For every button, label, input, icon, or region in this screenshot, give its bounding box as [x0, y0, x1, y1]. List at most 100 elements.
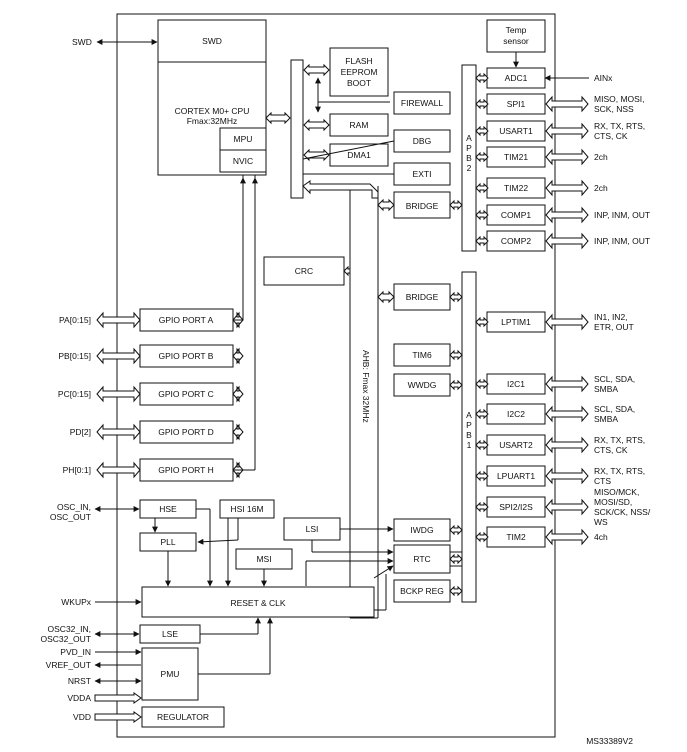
firewall-label: FIREWALL: [401, 98, 443, 108]
gpio-port-h-label: GPIO PORT H: [158, 465, 213, 475]
bridge-upper: [393, 191, 451, 219]
tim2-signal: 4ch: [594, 532, 608, 542]
comp1-label: COMP1: [501, 210, 532, 220]
comp2-label: COMP2: [501, 236, 532, 246]
power-clock-pins: OSC_IN, OSC_OUT WKUPx OSC32_IN, OSC32_OU…: [40, 502, 142, 723]
usart2-signal: RX, TX, RTS,: [594, 435, 645, 445]
osc32-out-label: OSC32_OUT: [40, 634, 91, 644]
hsi-label: HSI 16M: [230, 504, 263, 514]
vdda-label: VDDA: [67, 693, 91, 703]
flash-label-line1: FLASH: [345, 56, 372, 66]
tim21-signal: 2ch: [594, 152, 608, 162]
i2c1-label: I2C1: [507, 379, 525, 389]
pll-label: PLL: [160, 537, 175, 547]
gpio-port-c-label: GPIO PORT C: [158, 389, 213, 399]
cpu-label-line1: CORTEX M0+ CPU: [175, 106, 250, 116]
gpio-port-a-pins: PA[0:15]: [59, 315, 91, 325]
pmu-label: PMU: [161, 669, 180, 679]
spi1-label: SPI1: [507, 99, 526, 109]
swd-box-label: SWD: [202, 36, 222, 46]
spi2-i2s-signal: MOSI/SD,: [594, 497, 632, 507]
usart1-signal: RX, TX, RTS,: [594, 121, 645, 131]
memory-blocks: FLASH EEPROM BOOT RAM DMA1 FIREWALL DBG …: [302, 47, 451, 186]
vref-out-label: VREF_OUT: [46, 660, 91, 670]
flash-label-line3: BOOT: [347, 78, 371, 88]
iwdg-label: IWDG: [410, 525, 433, 535]
swd-pin-label: SWD: [72, 37, 92, 47]
usart2-signal: CTS, CK: [594, 445, 628, 455]
i2c1-signal: SCL, SDA,: [594, 374, 635, 384]
nrst-label: NRST: [68, 676, 91, 686]
lptim1-signal: IN1, IN2,: [594, 312, 628, 322]
ram-label: RAM: [350, 120, 369, 130]
spi2-i2s-signal: SCK/CK, NSS/: [594, 507, 651, 517]
apb1-internal-blocks: TIM6 WWDG IWDG RTC BCKP REG: [393, 343, 463, 603]
bridge-lower-label: BRIDGE: [406, 292, 439, 302]
gpio-port-d-label: GPIO PORT D: [158, 427, 213, 437]
lpuart1-signal: RX, TX, RTS,: [594, 466, 645, 476]
crc-label: CRC: [295, 266, 313, 276]
tim2-label: TIM2: [506, 532, 526, 542]
hse-label: HSE: [159, 504, 177, 514]
i2c2-signal: SMBA: [594, 414, 618, 424]
rtc-label: RTC: [413, 554, 430, 564]
vdd-label: VDD: [73, 712, 91, 722]
apb2-bus: [461, 64, 477, 252]
spi1-signal: SCK, NSS: [594, 104, 634, 114]
cpu-label-line2: Fmax:32MHz: [187, 116, 238, 126]
lpuart1-label: LPUART1: [497, 471, 535, 481]
exti-label: EXTI: [413, 169, 432, 179]
lpuart1-signal: CTS: [594, 476, 611, 486]
bckp-label: BCKP REG: [400, 586, 444, 596]
lsi-label: LSI: [306, 524, 319, 534]
mpu-label: MPU: [234, 134, 253, 144]
comp2-signal: INP, INM, OUT: [594, 236, 650, 246]
svg-text:P: P: [466, 143, 472, 153]
gpio-port-h-pins: PH[0:1]: [63, 465, 91, 475]
msi-label: MSI: [256, 554, 271, 564]
tim22-label: TIM22: [504, 183, 528, 193]
dma-label: DMA1: [347, 150, 371, 160]
gpio-port-d-pins: PD[2]: [70, 427, 91, 437]
spi1-signal: MISO, MOSI,: [594, 94, 645, 104]
gpio-port-b-pins: PB[0:15]: [58, 351, 91, 361]
apb1-bus: [461, 271, 477, 603]
spi2-i2s-label: SPI2/I2S: [499, 502, 533, 512]
dbg-label: DBG: [413, 136, 431, 146]
bus-matrix: [290, 59, 304, 199]
spi2-i2s-signal: WS: [594, 517, 608, 527]
regulator-label: REGULATOR: [157, 712, 209, 722]
osc-in-label: OSC_IN,: [57, 502, 91, 512]
crc-block: [263, 256, 345, 286]
svg-text:P: P: [466, 420, 472, 430]
i2c2-label: I2C2: [507, 409, 525, 419]
svg-text:A: A: [466, 133, 472, 143]
bridge-lower: [393, 283, 451, 311]
wwdg-label: WWDG: [408, 380, 437, 390]
temp-sensor-line1: Temp: [506, 25, 527, 35]
adc1-signal: AINx: [594, 73, 613, 83]
svg-text:B: B: [466, 153, 472, 163]
lptim1-signal: ETR, OUT: [594, 322, 634, 332]
bridge-upper-label: BRIDGE: [406, 201, 439, 211]
pvd-in-label: PVD_IN: [60, 647, 91, 657]
adc1-label: ADC1: [505, 73, 528, 83]
svg-text:2: 2: [467, 163, 472, 173]
nvic-label: NVIC: [233, 156, 253, 166]
usart2-label: USART2: [499, 440, 533, 450]
cpu-core: SWD CORTEX M0+ CPU Fmax:32MHz MPU NVIC: [157, 19, 267, 176]
usart1-label: USART1: [499, 126, 533, 136]
temp-sensor-line2: sensor: [503, 36, 529, 46]
temp-sensor-block: [486, 19, 546, 53]
svg-text:B: B: [466, 430, 472, 440]
clock-reset: HSE HSI 16M LSI PLL MSI RESET & CLK LSE …: [139, 499, 394, 728]
tim21-label: TIM21: [504, 152, 528, 162]
i2c2-signal: SCL, SDA,: [594, 404, 635, 414]
tim22-signal: 2ch: [594, 183, 608, 193]
flash-label-line2: EEPROM: [341, 67, 378, 77]
usart1-signal: CTS, CK: [594, 131, 628, 141]
lse-label: LSE: [162, 629, 178, 639]
comp1-signal: INP, INM, OUT: [594, 210, 650, 220]
